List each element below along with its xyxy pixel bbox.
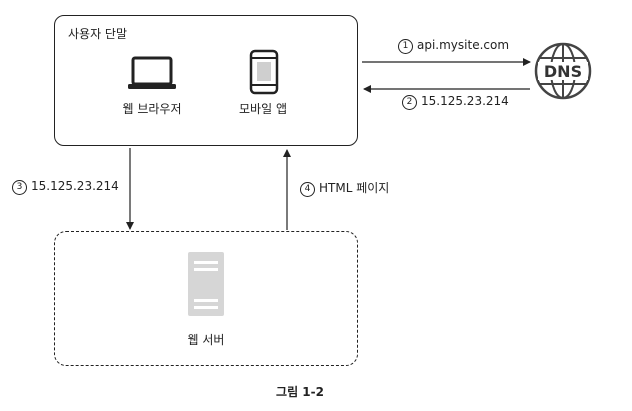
step-4-number: 4 xyxy=(300,182,315,197)
client-device-box xyxy=(54,15,358,146)
step-1-label: 1 api.mysite.com xyxy=(398,38,509,54)
step-3-text: 15.125.23.214 xyxy=(31,179,119,193)
step-3-number: 3 xyxy=(12,180,27,195)
mobile-phone-icon xyxy=(249,49,279,95)
web-server-label: 웹 서버 xyxy=(187,333,225,347)
figure-caption: 그림 1-2 xyxy=(276,385,324,399)
step-2-label: 2 15.125.23.214 xyxy=(402,94,509,110)
client-title: 사용자 단말 xyxy=(68,27,128,41)
step-1-number: 1 xyxy=(398,39,413,54)
dns-icon-text: DNS xyxy=(544,62,582,81)
step-2-text: 15.125.23.214 xyxy=(421,94,509,108)
step-3-label: 3 15.125.23.214 xyxy=(12,179,119,195)
mobile-label: 모바일 앱 xyxy=(239,102,287,116)
dns-globe-icon: DNS xyxy=(534,42,592,100)
browser-label: 웹 브라우저 xyxy=(122,102,182,116)
web-server-box xyxy=(54,231,358,366)
step-2-number: 2 xyxy=(402,95,417,110)
step-1-text: api.mysite.com xyxy=(417,38,510,52)
step-4-text: HTML 페이지 xyxy=(319,181,390,195)
server-icon xyxy=(188,252,224,316)
laptop-icon xyxy=(128,56,176,89)
step-4-label: 4 HTML 페이지 xyxy=(300,179,389,197)
